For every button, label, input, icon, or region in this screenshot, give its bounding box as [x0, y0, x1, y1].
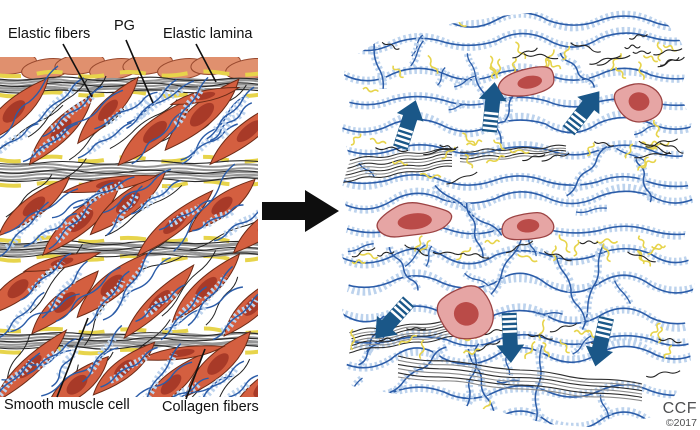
- elastic-lamina-strand: [0, 76, 258, 82]
- leader-line: [185, 348, 206, 400]
- expansion-arrow-icon: [496, 312, 525, 363]
- smooth-muscle-cell: [77, 76, 139, 145]
- elastic-lamina-strand: [0, 252, 258, 258]
- collagen-fiber: [0, 69, 258, 79]
- expansion-arrow-icon: [562, 91, 600, 136]
- transform-arrow-icon: [262, 190, 339, 232]
- degraded-smooth-muscle-cell: [501, 211, 555, 241]
- label-elastic-lamina: Elastic lamina: [163, 26, 253, 42]
- leader-line: [56, 317, 89, 398]
- smooth-muscle-cell: [45, 355, 109, 397]
- elastic-lamina-strand: [0, 163, 258, 168]
- leader-line: [195, 43, 217, 83]
- expansion-arrow-icon: [393, 100, 424, 151]
- elastic-lamina-strand: [0, 160, 258, 165]
- healthy-aorta-panel: [0, 57, 258, 397]
- label-collagen-fibers: Collagen fibers: [162, 399, 259, 415]
- expansion-arrow-icon: [478, 82, 507, 133]
- degraded-smooth-muscle-cell: [436, 285, 494, 340]
- leader-line: [125, 39, 154, 104]
- credit-org: CCF: [662, 400, 697, 418]
- degraded-smooth-muscle-cell: [376, 202, 453, 238]
- degraded-smooth-muscle-cell: [613, 83, 663, 123]
- label-pg: PG: [114, 18, 135, 34]
- expansion-arrows: [375, 82, 614, 367]
- elastic-lamina-strand: [0, 341, 258, 346]
- elastic-lamina-strand: [0, 251, 258, 257]
- elastic-lamina-strand: [0, 79, 258, 85]
- smooth-muscle-cell: [209, 97, 258, 166]
- elastic-lamina-strand: [0, 249, 258, 255]
- pg-combs: [0, 65, 258, 397]
- elastic-lamina-strand: [0, 243, 258, 249]
- credit-year: ©2017: [665, 416, 697, 429]
- elastic-lamina-strand: [0, 169, 258, 175]
- elastic-lamina-strand: [0, 166, 258, 172]
- smooth-muscle-cell: [227, 354, 258, 397]
- leader-line: [62, 43, 93, 98]
- degraded-smooth-muscle-cell: [497, 66, 555, 97]
- elastic-lamina-strand: [0, 240, 258, 246]
- elastic-lamina-strand: [0, 169, 258, 175]
- smooth-muscle-cells: [0, 76, 258, 397]
- expansion-arrow-icon: [585, 315, 614, 367]
- credit-block: CCF ©2017: [662, 400, 697, 429]
- elastic-fragments: [351, 33, 686, 378]
- elastic-lamina-strand: [0, 245, 258, 252]
- label-leader-lines: [56, 39, 217, 400]
- smooth-muscle-cell: [232, 193, 258, 254]
- fragmented-laminae: [340, 144, 643, 402]
- collagen-fiber: [0, 253, 258, 263]
- elastic-lamina-strand: [0, 337, 258, 343]
- degraded-smooth-muscle-cells: [376, 66, 663, 340]
- expansion-arrow-icon: [375, 296, 415, 339]
- label-smooth-muscle-cell: Smooth muscle cell: [4, 397, 130, 413]
- label-elastic-fibers: Elastic fibers: [8, 26, 91, 42]
- aneurysmal-aorta-panel: [340, 5, 695, 427]
- smooth-muscle-cell: [0, 176, 71, 237]
